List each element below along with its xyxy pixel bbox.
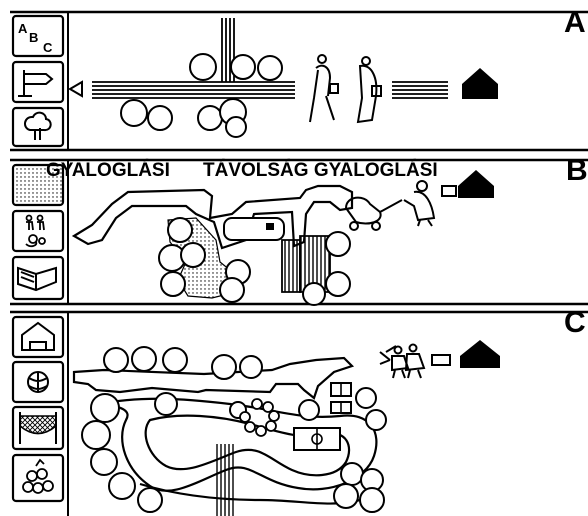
fruit-basket-icon-box <box>11 453 65 503</box>
abc-letter-a: A <box>18 21 28 36</box>
panel-a: A B C <box>10 10 588 152</box>
small-box-c <box>431 354 451 366</box>
road-lines <box>92 18 448 99</box>
striped-area-b <box>281 239 301 293</box>
abc-letters-icon <box>11 14 65 58</box>
family-walkers-icon <box>379 343 426 379</box>
walking-people-icon <box>309 54 382 124</box>
small-box-b <box>441 185 457 197</box>
people-flowers-icon <box>25 214 46 248</box>
house-outline-icon <box>21 321 55 351</box>
tree-icon-box <box>11 106 65 148</box>
ball-icon <box>27 371 49 393</box>
trees-a <box>120 53 283 138</box>
heading-walking: GYALOGLÁSI <box>46 160 170 181</box>
signpost-icon <box>18 70 54 97</box>
abc-letter-b: B <box>29 30 38 45</box>
dotted-texture-icon <box>11 163 65 207</box>
house-icon-c <box>460 340 500 368</box>
net-icon <box>19 412 57 444</box>
pond-marker <box>266 223 274 230</box>
signpost-icon-box <box>11 60 65 104</box>
panel-b <box>10 158 588 306</box>
fruit-basket-icon <box>22 458 54 494</box>
winding-path-c-bottom <box>139 482 361 505</box>
mother-pram-icon <box>344 180 436 231</box>
walking-path-b <box>71 184 354 250</box>
ball-icon-box <box>11 360 65 404</box>
heading-walking-distance: TÁVOLSÁG GYALOGLÁSI <box>203 160 438 181</box>
abc-letter-c: C <box>43 40 53 55</box>
panel-c <box>10 310 588 516</box>
trees-c <box>81 346 387 513</box>
open-book-icon-box <box>11 255 65 301</box>
net-icon-box <box>11 405 65 451</box>
open-book-icon <box>17 266 57 292</box>
trees-b <box>158 217 351 306</box>
house-icon-b <box>458 170 494 198</box>
house-icon <box>462 68 498 99</box>
tree-icon <box>24 111 52 140</box>
flower-ring-c <box>239 398 280 437</box>
pond-b <box>223 217 285 241</box>
panel-label-b: B <box>566 154 588 187</box>
walking-path-c-top <box>72 356 355 400</box>
arrow-left-icon <box>68 80 83 98</box>
house-outline-icon-box <box>11 315 65 359</box>
striped-path-c <box>214 444 236 516</box>
panel-label-a: A <box>564 6 586 39</box>
people-flowers-icon-box <box>11 209 65 253</box>
panel-label-c: C <box>564 306 586 339</box>
